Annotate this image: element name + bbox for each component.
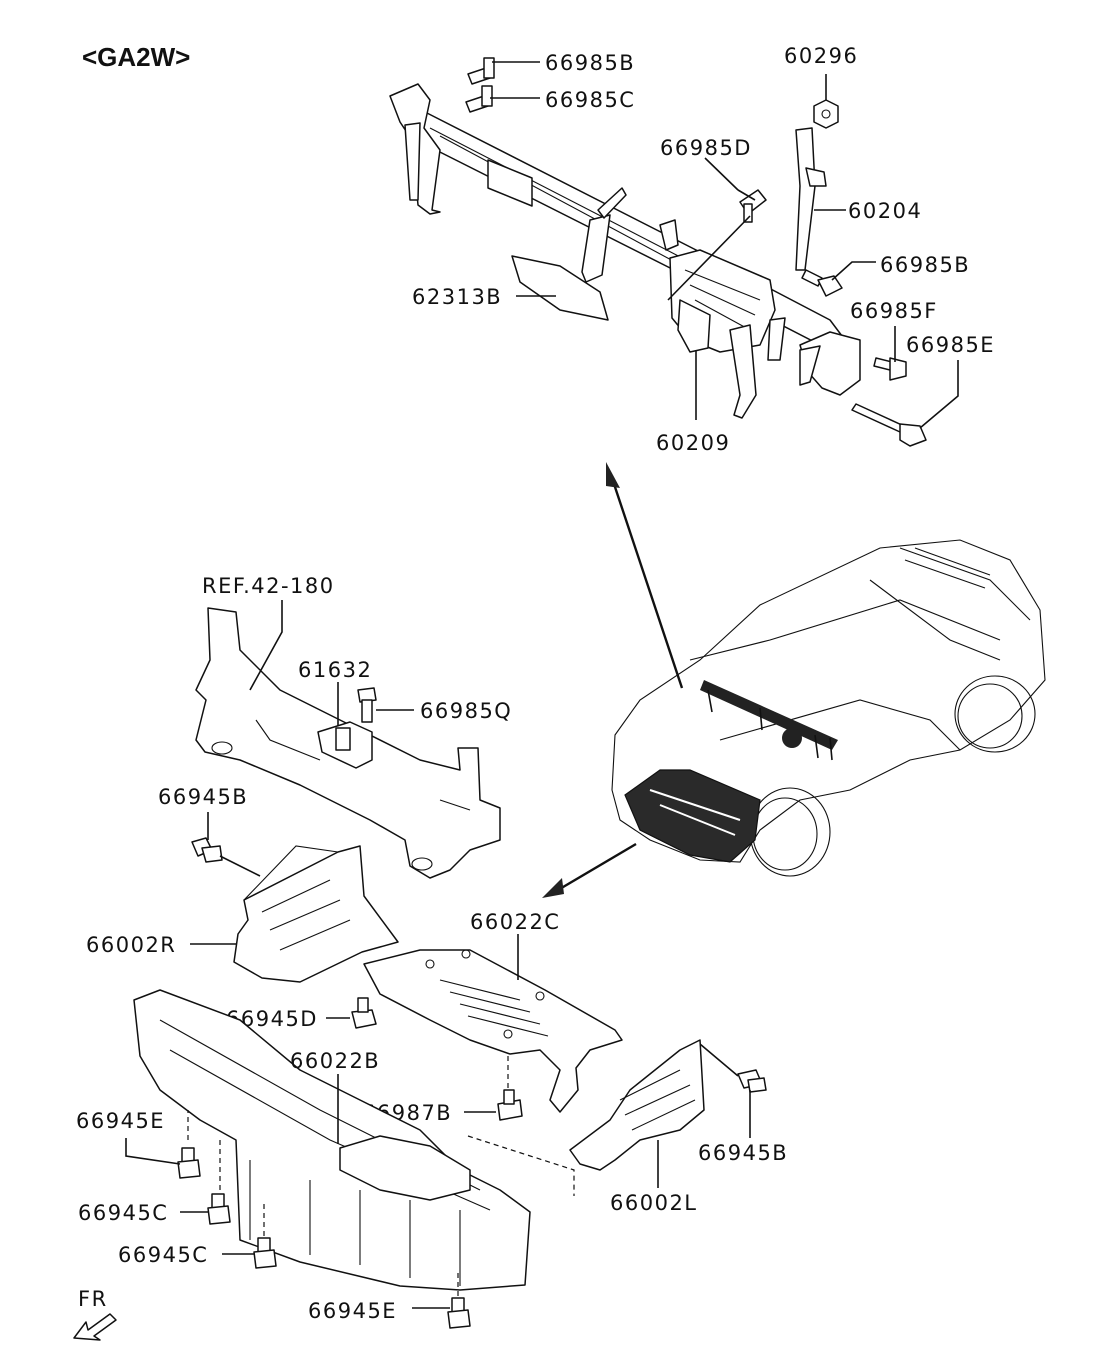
callout-66985F: 66985F bbox=[850, 299, 938, 323]
callout-60209: 60209 bbox=[656, 431, 730, 455]
undercover-front-66022B bbox=[133, 989, 531, 1291]
callout-66022B: 66022B bbox=[290, 1049, 380, 1073]
reference-label: REF.42-180 bbox=[202, 574, 335, 598]
bolt-icon bbox=[357, 687, 377, 723]
callout-66985Q: 66985Q bbox=[420, 699, 512, 723]
clip-icon bbox=[351, 997, 377, 1029]
bolt-icon bbox=[465, 85, 493, 113]
callout-60296: 60296 bbox=[784, 44, 858, 68]
bracket-61632 bbox=[317, 721, 373, 769]
bolt-icon bbox=[801, 269, 843, 297]
callout-66985B: 66985B bbox=[545, 51, 635, 75]
model-code: <GA2W> bbox=[82, 42, 190, 72]
bolt-icon bbox=[497, 1089, 523, 1121]
bolt-icon bbox=[873, 357, 907, 381]
callout-66945B-right: 66945B bbox=[698, 1141, 788, 1165]
clip-icon bbox=[737, 1069, 767, 1093]
nut-icon bbox=[813, 99, 839, 129]
arrow-icon bbox=[606, 462, 684, 689]
arrow-icon bbox=[542, 842, 637, 898]
callout-66945B-left: 66945B bbox=[158, 785, 248, 809]
cross-car-beam-60209 bbox=[389, 83, 861, 419]
callout-66002R: 66002R bbox=[86, 933, 176, 957]
splash-shield-66002R bbox=[233, 845, 399, 983]
callout-60204: 60204 bbox=[848, 199, 922, 223]
bolt-icon bbox=[851, 403, 927, 447]
callout-66945E-left: 66945E bbox=[76, 1109, 165, 1133]
clip-icon bbox=[177, 1147, 201, 1179]
front-label: FR bbox=[78, 1287, 108, 1311]
vehicle-outline bbox=[611, 539, 1046, 877]
arrow-icon bbox=[73, 1313, 117, 1341]
splash-shield-66002L bbox=[569, 1039, 705, 1171]
callout-66985C: 66985C bbox=[545, 88, 635, 112]
callout-66945E-bottom: 66945E bbox=[308, 1299, 397, 1323]
clip-icon bbox=[447, 1297, 471, 1329]
bolt-icon bbox=[739, 189, 767, 223]
callout-66945C-b: 66945C bbox=[118, 1243, 208, 1267]
callout-66945C-a: 66945C bbox=[78, 1201, 168, 1225]
bolt-icon bbox=[467, 57, 495, 85]
clip-icon bbox=[207, 1193, 231, 1225]
callout-66985D: 66985D bbox=[660, 136, 752, 160]
callout-66002L: 66002L bbox=[610, 1191, 698, 1215]
callout-66985E: 66985E bbox=[906, 333, 995, 357]
brace-60204 bbox=[795, 127, 827, 271]
pad-62313B bbox=[511, 255, 609, 321]
undercover-center-66022C bbox=[363, 949, 623, 1113]
clip-icon bbox=[191, 837, 223, 863]
callout-66985B-right: 66985B bbox=[880, 253, 970, 277]
callout-61632: 61632 bbox=[298, 658, 372, 682]
callout-66022C: 66022C bbox=[470, 910, 560, 934]
clip-icon bbox=[253, 1237, 277, 1269]
callout-62313B: 62313B bbox=[412, 285, 502, 309]
